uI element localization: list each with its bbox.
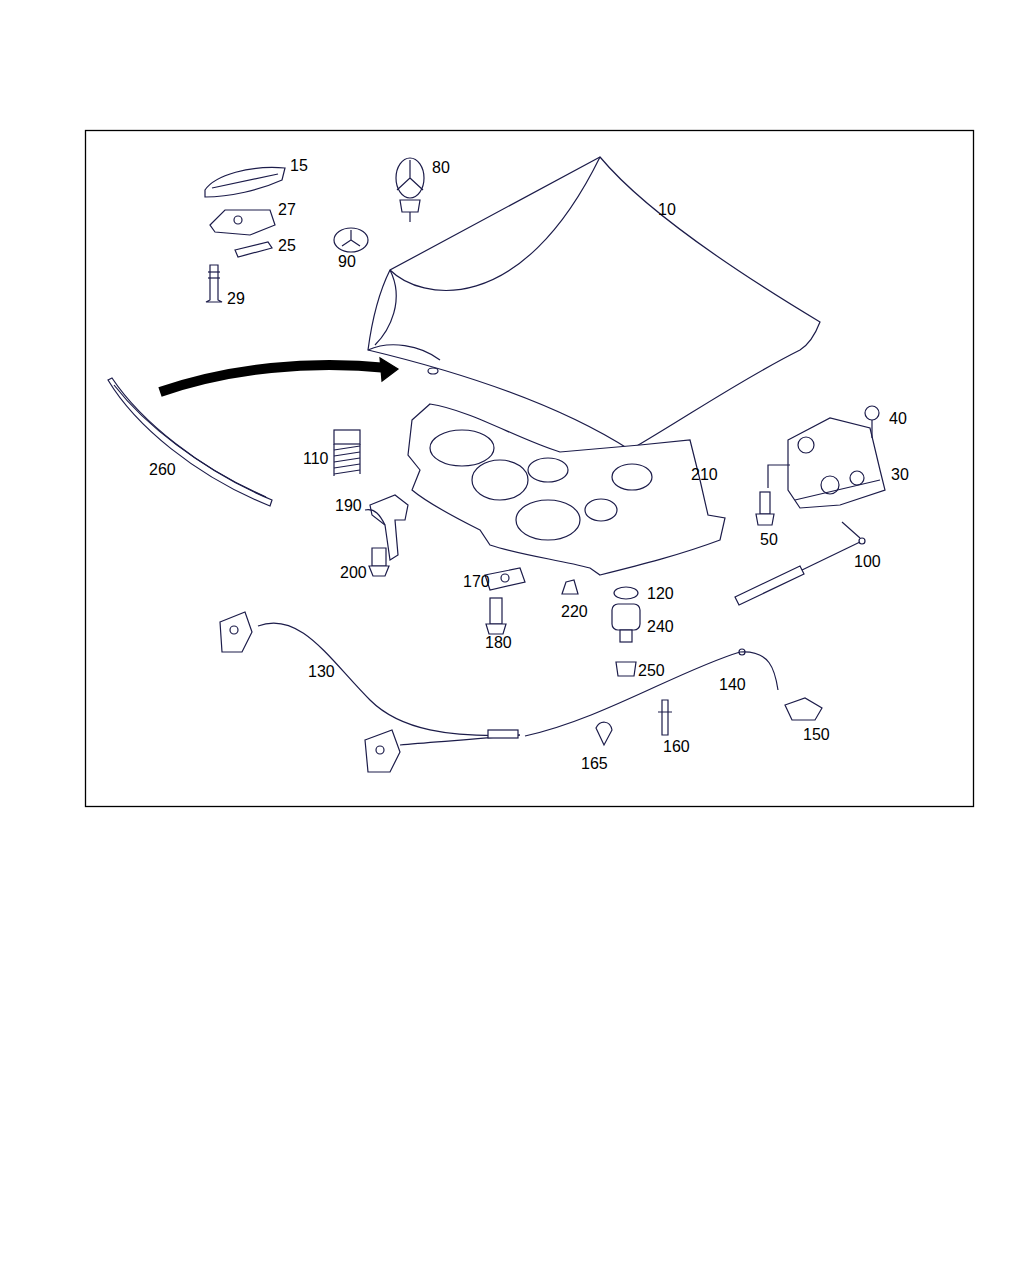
callout-number: 29 (226, 290, 246, 308)
callout-number: 27 (277, 201, 297, 219)
callout-number: 90 (337, 253, 357, 271)
callout-number: 50 (759, 531, 779, 549)
seal-strip (108, 378, 272, 506)
direction-arrow (160, 365, 388, 392)
hood-hinge (756, 406, 885, 525)
callout-number: 80 (431, 159, 451, 177)
gas-strut (735, 522, 865, 605)
release-cable (220, 612, 822, 772)
callout-number: 190 (334, 497, 363, 515)
callout-number: 150 (802, 726, 831, 744)
callout-number: 120 (646, 585, 675, 603)
callout-number: 140 (718, 676, 747, 694)
callout-number: 165 (580, 755, 609, 773)
callout-number: 15 (289, 157, 309, 175)
safety-catch (365, 495, 408, 576)
callout-number: 250 (637, 662, 666, 680)
callout-number: 10 (657, 201, 677, 219)
callout-number: 210 (690, 466, 719, 484)
callout-number: 25 (277, 237, 297, 255)
star-emblem (334, 158, 424, 252)
callout-number: 200 (339, 564, 368, 582)
callout-number: 40 (888, 410, 908, 428)
spring-stop (334, 430, 360, 476)
nozzle-parts (205, 167, 285, 302)
callout-number: 160 (662, 738, 691, 756)
callout-number: 240 (646, 618, 675, 636)
callout-number: 180 (484, 634, 513, 652)
callout-number: 130 (307, 663, 336, 681)
callout-number: 170 (462, 573, 491, 591)
insulation-mat (408, 404, 725, 575)
frame (86, 131, 974, 807)
callout-number: 220 (560, 603, 589, 621)
callout-number: 110 (302, 450, 330, 468)
callout-number: 260 (148, 461, 177, 479)
small-fasteners (485, 568, 640, 676)
callout-number: 30 (890, 466, 910, 484)
arrow-head (380, 358, 398, 381)
callout-number: 100 (853, 553, 882, 571)
